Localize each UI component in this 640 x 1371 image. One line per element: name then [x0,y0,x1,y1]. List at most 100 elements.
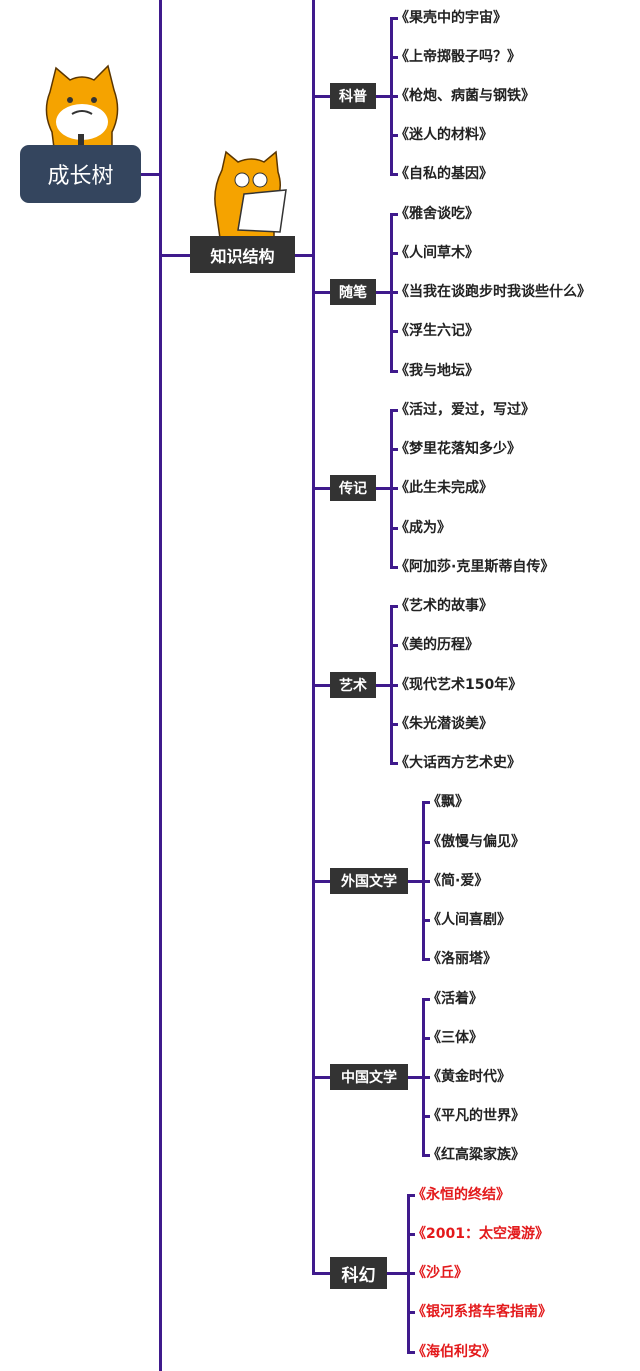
category-connector [313,683,330,687]
bracket-tick [390,330,398,334]
cat-mascot-illustration [45,64,119,148]
book-item[interactable]: 《现代艺术150年》 [395,676,523,693]
category-label: 随笔 [339,285,367,302]
category-link [376,487,390,491]
bracket-tick [407,1272,415,1276]
category-label: 外国文学 [341,873,397,890]
book-item[interactable]: 《梦里花落知多少》 [395,441,521,458]
book-item[interactable]: 《浮生六记》 [395,323,479,340]
bracket-tick [390,212,398,216]
book-item[interactable]: 《海伯利安》 [412,1343,496,1360]
bracket-tick [390,605,398,609]
category-node-2[interactable]: 传记 [330,475,376,502]
category-trunk-line [312,0,315,1275]
book-item[interactable]: 《上帝掷骰子吗？》 [395,48,521,65]
book-item[interactable]: 《朱光潜谈美》 [395,715,493,732]
book-item[interactable]: 《枪炮、病菌与钢铁》 [395,88,535,104]
bracket-tick [390,291,398,295]
bracket-tick [390,369,398,373]
bracket-tick [407,1311,415,1315]
book-item[interactable]: 《美的历程》 [395,637,479,654]
category-trunk-end [312,1272,330,1276]
category-node-3[interactable]: 艺术 [330,671,376,698]
main-trunk-line [159,0,162,1371]
book-item[interactable]: 《黄金时代》 [427,1069,511,1085]
bracket-tick [390,55,398,59]
branch-node-knowledge-structure[interactable]: 知识结构 [190,236,295,273]
bracket-tick [390,16,398,20]
root-label: 成长树 [47,164,114,189]
book-item[interactable]: 《活过，爱过，写过》 [395,402,535,418]
bracket-tick [390,173,398,177]
bracket-tick [422,1115,430,1119]
bracket-tick [407,1193,415,1197]
category-node-5[interactable]: 中国文学 [330,1064,408,1090]
book-item[interactable]: 《沙丘》 [412,1265,468,1282]
category-node-0[interactable]: 科普 [330,83,376,109]
bracket-tick [407,1233,415,1236]
category-label: 科普 [339,89,367,105]
book-item[interactable]: 《三体》 [427,1029,483,1046]
bracket-tick [422,801,430,805]
category-connector [313,95,330,98]
bracket-tick [422,958,430,962]
book-item[interactable]: 《此生未完成》 [395,480,493,497]
bracket-tick [390,683,398,687]
bracket-tick [390,565,398,569]
bracket-tick [390,644,398,648]
category-label: 科幻 [341,1265,376,1286]
book-item[interactable]: 《果壳中的宇宙》 [395,9,507,26]
book-item[interactable]: 《当我在谈跑步时我谈些什么》 [395,284,591,301]
category-link [376,95,390,98]
bracket-tick [407,1350,415,1354]
book-item[interactable]: 《傲慢与偏见》 [427,833,525,850]
book-item[interactable]: 《大话西方艺术史》 [395,755,521,771]
book-item[interactable]: 《迷人的材料》 [395,127,493,144]
category-label: 传记 [339,481,367,498]
book-item[interactable]: 《艺术的故事》 [395,598,493,615]
bracket-tick [390,526,398,530]
book-item[interactable]: 《人间喜剧》 [427,912,511,928]
book-item[interactable]: 《活着》 [427,990,483,1007]
book-item[interactable]: 《洛丽塔》 [427,951,497,968]
category-node-1[interactable]: 随笔 [330,279,376,306]
category-link [408,1076,422,1079]
book-item[interactable]: 《雅舍谈吃》 [395,205,479,222]
book-item[interactable]: 《平凡的世界》 [427,1108,525,1125]
bracket-tick [390,448,398,452]
book-item[interactable]: 《飘》 [427,794,469,811]
book-item[interactable]: 《阿加莎·克里斯蒂自传》 [395,558,555,575]
book-item[interactable]: 《银河系搭车客指南》 [412,1304,552,1321]
bracket-tick [422,879,430,883]
category-link [376,683,390,687]
category-connector [313,487,330,491]
category-node-6[interactable]: 科幻 [330,1257,387,1290]
bracket-tick [422,1036,430,1040]
bracket-tick [390,95,398,98]
bracket-tick [390,252,398,255]
book-item[interactable]: 《成为》 [395,519,451,536]
bracket-tick [422,997,430,1001]
book-item[interactable]: 《自私的基因》 [395,166,493,183]
bracket-tick [390,134,398,138]
bracket-tick [422,919,430,922]
cat-reading-mascot-illustration [214,150,287,238]
bracket-tick [422,1076,430,1079]
branch-to-trunk [295,254,313,257]
book-item[interactable]: 《人间草木》 [395,245,479,261]
branch-connector [160,254,190,257]
book-item[interactable]: 《永恒的终结》 [412,1186,510,1203]
category-link [387,1272,407,1276]
category-label: 中国文学 [341,1070,397,1086]
category-connector [313,1076,330,1079]
branch-label: 知识结构 [210,246,275,266]
book-item[interactable]: 《我与地坛》 [395,362,479,379]
category-node-4[interactable]: 外国文学 [330,867,408,894]
book-item[interactable]: 《2001：太空漫游》 [412,1226,549,1242]
book-item[interactable]: 《红高粱家族》 [427,1147,525,1164]
root-node[interactable]: 成长树 [20,145,141,203]
bracket-tick [390,487,398,491]
book-item[interactable]: 《简·爱》 [427,872,489,889]
bracket-tick [390,722,398,726]
bracket-tick [422,1154,430,1158]
